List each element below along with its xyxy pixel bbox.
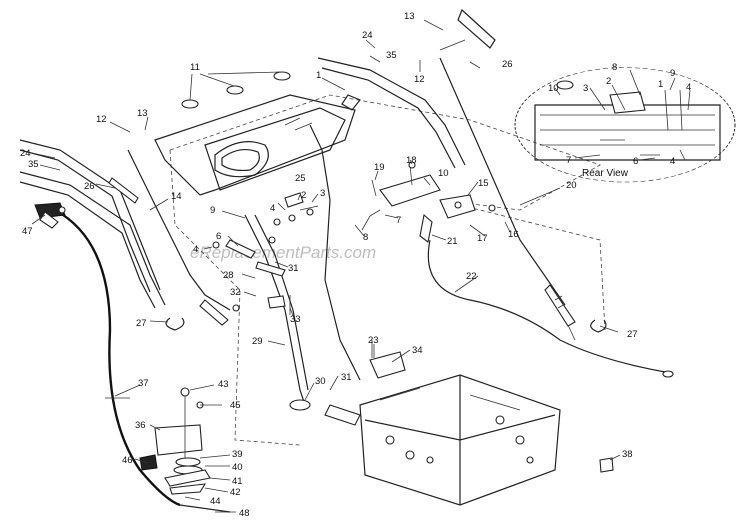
callout-27b: 27 (627, 329, 638, 340)
rear-view-callout-6: 6 (633, 156, 638, 167)
callout-27a: 27 (136, 318, 147, 329)
callout-31a: 31 (288, 263, 299, 274)
callout-3: 3 (320, 188, 325, 199)
callout-14: 14 (171, 191, 182, 202)
callout-33: 33 (290, 314, 301, 325)
callout-44: 44 (210, 496, 221, 507)
callout-25: 25 (295, 173, 306, 184)
callout-13b: 13 (137, 108, 148, 119)
bracket-assembly (361, 161, 496, 243)
rod-assembly (225, 94, 361, 411)
callout-30: 30 (315, 376, 326, 387)
dashboard-panel (154, 71, 356, 196)
callout-2: 2 (301, 190, 306, 201)
callout-6: 6 (216, 231, 221, 242)
clips-27 (165, 317, 607, 333)
callout-9: 9 (210, 205, 215, 216)
callout-42: 42 (230, 487, 241, 498)
callout-38: 38 (622, 449, 633, 460)
callout-28: 28 (223, 270, 234, 281)
callout-21: 21 (447, 236, 458, 247)
callout-45: 45 (230, 400, 241, 411)
callout-12a: 12 (414, 74, 425, 85)
callout-43: 43 (218, 379, 229, 390)
callout-8: 8 (363, 232, 368, 243)
callout-19: 19 (374, 162, 385, 173)
callout-29: 29 (252, 336, 263, 347)
rear-view-callout-10: 10 (548, 83, 559, 94)
engine-frame (324, 340, 614, 506)
callout-4b: 4 (193, 244, 198, 255)
callout-11: 11 (190, 62, 200, 73)
rear-view-callout-9: 9 (670, 68, 675, 79)
callout-labels: 13 24 35 12 26 1 11 13 12 24 35 26 14 47… (20, 11, 638, 519)
leader-lines (31, 19, 621, 513)
rear-view-callout-1: 1 (658, 79, 663, 90)
callout-24b: 24 (20, 148, 31, 159)
rear-view-callout-4a: 4 (686, 82, 691, 93)
callout-23: 23 (368, 335, 379, 346)
control-lever-47 (34, 202, 66, 229)
callout-34: 34 (412, 345, 423, 356)
rear-view-callout-8: 8 (612, 62, 617, 73)
callout-12b: 12 (96, 114, 107, 125)
callout-48: 48 (239, 508, 250, 519)
callout-13a: 13 (404, 11, 415, 22)
callout-10: 10 (438, 168, 449, 179)
callout-39: 39 (232, 449, 243, 460)
callout-7: 7 (396, 215, 401, 226)
cable-22 (427, 239, 674, 378)
rear-view-callout-3: 3 (583, 83, 588, 94)
callout-1: 1 (316, 70, 321, 81)
rear-view-callout-4b: 4 (670, 156, 675, 167)
callout-26b: 26 (84, 181, 95, 192)
rear-view-callout-2: 2 (606, 76, 611, 87)
small-hardware (212, 192, 319, 315)
lower-bracket-assembly (105, 387, 211, 495)
callout-24a: 24 (362, 30, 373, 41)
callout-17: 17 (477, 233, 488, 244)
callout-31b: 31 (341, 372, 352, 383)
callout-16: 16 (508, 229, 519, 240)
callout-18: 18 (406, 155, 417, 166)
callout-37: 37 (138, 378, 149, 389)
callout-4a: 4 (270, 203, 275, 214)
callout-46: 46 (122, 455, 133, 466)
cable-48 (54, 208, 231, 513)
callout-47: 47 (22, 226, 33, 237)
callout-15: 15 (478, 178, 489, 189)
chassis-outline (169, 94, 606, 446)
callout-26a: 26 (502, 59, 513, 70)
callout-20: 20 (566, 180, 577, 191)
callout-36: 36 (135, 420, 146, 431)
callout-32: 32 (230, 287, 241, 298)
control-cable-20 (439, 8, 576, 341)
rear-view-callout-7: 7 (566, 155, 571, 166)
upper-handle-right (317, 57, 466, 169)
rear-view-labels: 10 3 2 8 9 1 4 7 6 4 Rear View (548, 62, 691, 179)
rear-view-inset (514, 67, 736, 183)
callout-22: 22 (466, 271, 477, 282)
callout-40: 40 (232, 462, 243, 473)
callout-35b: 35 (28, 159, 39, 170)
cable-14 (108, 149, 231, 326)
callout-41: 41 (232, 476, 243, 487)
callout-35a: 35 (386, 50, 397, 61)
rear-view-title: Rear View (582, 168, 629, 179)
